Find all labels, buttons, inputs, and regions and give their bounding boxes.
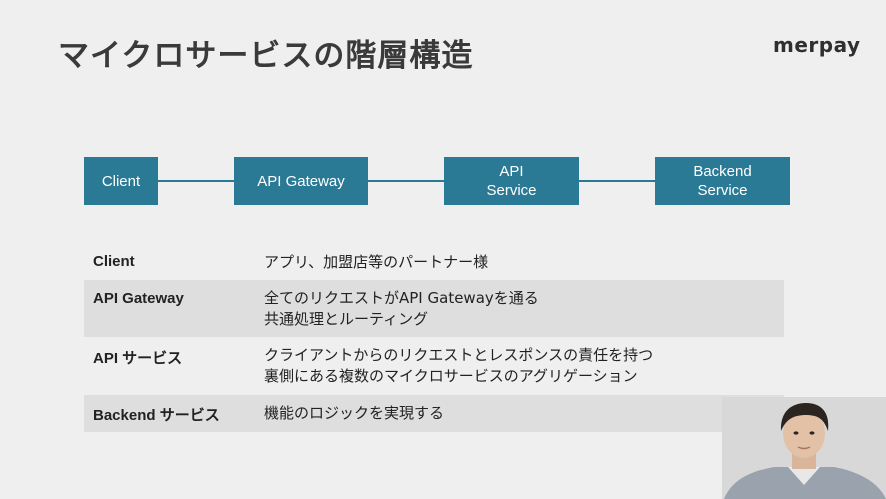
table-row: Client アプリ、加盟店等のパートナー様 <box>84 243 784 280</box>
table-row: Backend サービス 機能のロジックを実現する <box>84 395 784 432</box>
description-table: Client アプリ、加盟店等のパートナー様 API Gateway 全てのリク… <box>84 243 784 432</box>
api-service-box-label: API Service <box>486 163 537 199</box>
connector-line <box>579 180 655 182</box>
row-value: アプリ、加盟店等のパートナー様 <box>264 253 489 271</box>
row-value: 機能のロジックを実現する <box>264 404 445 422</box>
merpay-logo: merpay <box>773 33 861 57</box>
connector-line <box>368 180 444 182</box>
row-value: 全てのリクエストがAPI Gatewayを通る 共通処理とルーティング <box>264 289 539 328</box>
backend-service-box-label: Backend Service <box>693 163 752 199</box>
client-box-label: Client <box>101 172 141 190</box>
row-key: Client <box>93 253 135 270</box>
slide-title: マイクロサービスの階層構造 <box>58 38 474 74</box>
row-key: API サービス <box>93 350 183 367</box>
connector-line <box>158 180 234 182</box>
row-value: クライアントからのリクエストとレスポンスの責任を持つ 裏側にある複数のマイクロサ… <box>264 346 654 385</box>
row-key: API Gateway <box>93 290 184 307</box>
row-key: Backend サービス <box>93 407 220 424</box>
api-gateway-box-label: API Gateway <box>257 172 345 190</box>
backend-service-box: Backend Service <box>655 157 790 205</box>
table-row: API Gateway 全てのリクエストがAPI Gatewayを通る 共通処理… <box>84 280 784 337</box>
table-row: API サービス クライアントからのリクエストとレスポンスの責任を持つ 裏側にあ… <box>84 337 784 395</box>
speaker-webcam <box>722 397 886 499</box>
speaker-avatar-icon <box>722 397 886 499</box>
api-service-box: API Service <box>444 157 579 205</box>
api-gateway-box: API Gateway <box>234 157 368 205</box>
client-box: Client <box>84 157 158 205</box>
